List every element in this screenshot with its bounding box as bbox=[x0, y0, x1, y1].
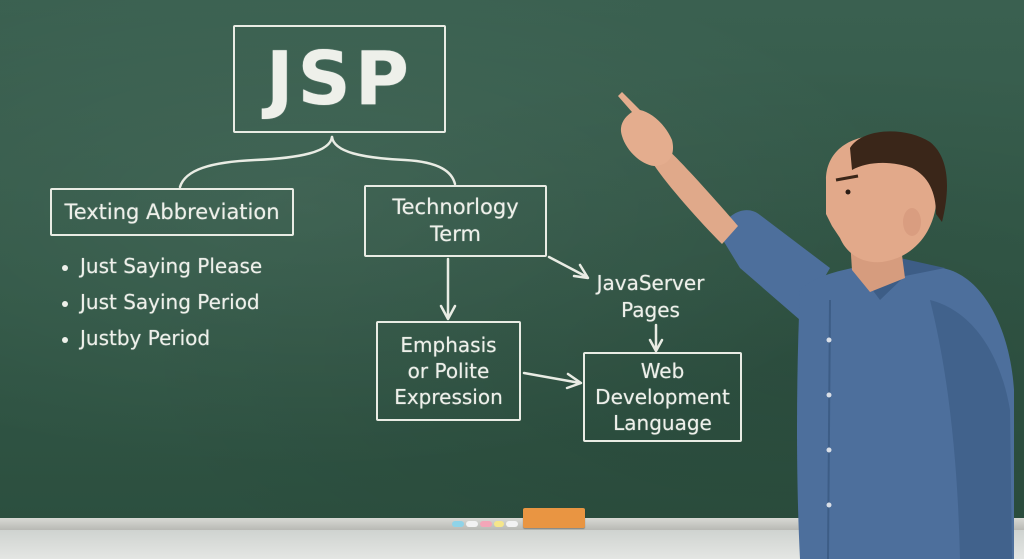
texting-meanings-list: Just Saying Please Just Saying Period Ju… bbox=[62, 251, 262, 359]
web-development-box: Web Development Language bbox=[583, 352, 742, 442]
emphasis-box: Emphasis or Polite Expression bbox=[376, 321, 521, 421]
forearm bbox=[654, 150, 738, 244]
hair bbox=[850, 131, 947, 222]
bullet-icon bbox=[62, 264, 68, 271]
title-box: JSP bbox=[233, 25, 446, 133]
eye bbox=[845, 189, 851, 195]
title-text: JSP bbox=[265, 36, 414, 122]
connector-lines bbox=[178, 135, 664, 390]
chalk-piece-white bbox=[466, 521, 478, 527]
arrowhead-tech-to-emphasis bbox=[439, 304, 457, 321]
shirt-button bbox=[826, 337, 832, 343]
ear bbox=[903, 208, 921, 236]
button-placket bbox=[827, 299, 831, 559]
bullet-icon bbox=[62, 300, 68, 307]
arrowhead-tech-to-javaserver bbox=[572, 263, 590, 280]
list-item: Justby Period bbox=[62, 323, 262, 359]
eraser bbox=[523, 508, 585, 528]
shirt-button bbox=[826, 447, 832, 453]
arrow-emphasis-to-web bbox=[522, 371, 582, 385]
technology-term-line2: Term bbox=[430, 222, 481, 246]
arrowhead-emphasis-to-web bbox=[565, 372, 583, 390]
javaserver-pages-label: JavaServer Pages bbox=[578, 270, 723, 324]
web-line3: Language bbox=[613, 411, 712, 435]
technology-term-line1: Technorlogy bbox=[392, 195, 519, 219]
arrowhead-javaserver-to-web bbox=[648, 338, 664, 353]
eyebrow bbox=[835, 174, 859, 182]
chalk-piece-yellow bbox=[494, 521, 504, 527]
texting-abbreviation-box: Texting Abbreviation bbox=[50, 188, 294, 236]
javaserver-line1: JavaServer bbox=[596, 271, 705, 295]
arrow-tech-to-javaserver bbox=[547, 255, 589, 279]
emphasis-line1: Emphasis bbox=[400, 333, 497, 357]
shirt-button bbox=[826, 502, 832, 508]
web-line2: Development bbox=[595, 385, 730, 409]
shirt-button bbox=[826, 392, 832, 398]
chalk-piece-white-2 bbox=[506, 521, 518, 527]
emphasis-line3: Expression bbox=[394, 385, 503, 409]
brace-right bbox=[330, 135, 457, 186]
brace-left bbox=[178, 135, 334, 189]
pointing-hand bbox=[618, 92, 674, 166]
chalk-piece-blue bbox=[452, 521, 464, 527]
list-item: Just Saying Please bbox=[62, 251, 262, 287]
shirt-shadow bbox=[930, 300, 1012, 559]
bullet-icon bbox=[62, 336, 68, 343]
emphasis-line2: or Polite bbox=[407, 359, 490, 383]
web-line1: Web bbox=[640, 359, 685, 383]
technology-term-box: Technorlogy Term bbox=[364, 185, 547, 257]
chalk-piece-pink bbox=[480, 521, 492, 527]
javaserver-line2: Pages bbox=[621, 298, 680, 322]
texting-abbreviation-label: Texting Abbreviation bbox=[64, 200, 280, 224]
list-item: Just Saying Period bbox=[62, 287, 262, 323]
